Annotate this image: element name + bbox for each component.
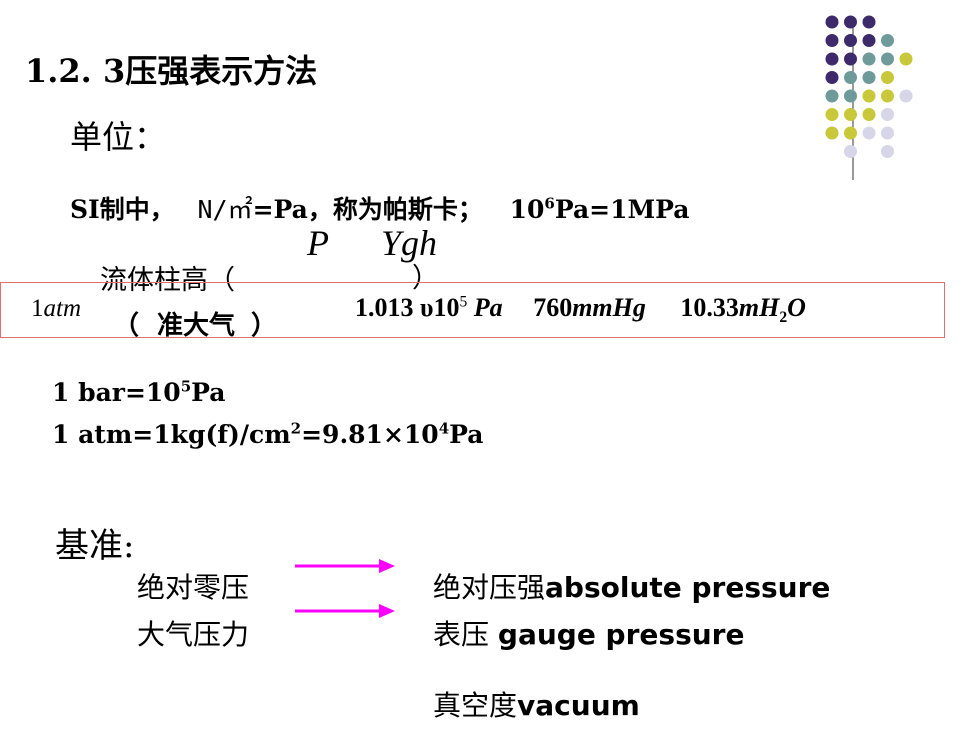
formula-ygh: Ygh	[381, 223, 438, 263]
atm-symbol: 1atm	[31, 295, 81, 322]
arrow-right-icon	[295, 604, 395, 618]
si-unit-line: SI制中， N/㎡=Pa，称为帕斯卡； 106Pa=1MPa	[70, 190, 689, 226]
decorative-dot	[862, 126, 876, 140]
reference-heading: 基准:	[55, 526, 135, 566]
atm-conversion: 1 atm=1kg(f)/cm2=9.81×104Pa	[52, 419, 484, 449]
si-rest: =Pa，称为帕斯卡；	[252, 195, 483, 224]
vacuum-label: 真空度vacuum	[433, 689, 640, 722]
si-unit-symbol: N/㎡	[197, 195, 253, 224]
decorative-dot	[844, 52, 857, 66]
decorative-dot-grid	[825, 15, 913, 180]
formula-p: P	[307, 223, 329, 263]
decorative-dot	[881, 108, 894, 121]
decorative-dot	[881, 126, 894, 140]
atm-equivalents: 1.013 υ105 Pa 760mmHg 10.33mH2O	[355, 293, 806, 327]
decorative-dot	[844, 108, 857, 121]
standard-atmosphere-label: （准大气）	[113, 311, 278, 341]
absolute-zero-label: 绝对零压	[137, 571, 250, 604]
decorative-dot	[825, 108, 839, 121]
decorative-dot	[862, 52, 876, 66]
decorative-dot	[899, 89, 913, 103]
gauge-pressure-label: 表压 gauge pressure	[433, 618, 745, 651]
decorative-dot	[844, 145, 857, 158]
decorative-dot	[844, 71, 857, 84]
standard-atmosphere-box: 1atm （准大气） 1.013 υ105 Pa 760mmHg 10.33mH…	[0, 282, 945, 341]
atmospheric-pressure-label: 大气压力	[137, 618, 250, 651]
decorative-dot	[825, 34, 839, 47]
fluid-column-label: 流体柱高（	[100, 265, 235, 296]
absolute-pressure-label: 绝对压强absolute pressure	[433, 571, 831, 604]
decorative-dot	[862, 108, 876, 121]
decorative-dot	[862, 34, 876, 47]
decorative-dot	[862, 71, 876, 84]
decorative-dot	[825, 52, 839, 66]
decorative-dot	[825, 15, 839, 29]
arrow-right-icon	[295, 559, 395, 573]
si-prefix: SI制中，	[70, 195, 175, 224]
decorative-dot	[844, 34, 857, 47]
decorative-dot	[899, 52, 913, 66]
times-symbol: υ	[420, 293, 434, 322]
decorative-dot	[825, 71, 839, 84]
decorative-dot	[881, 34, 894, 47]
decorative-dot	[844, 126, 857, 140]
page-title: 1.2. 3压强表示方法	[25, 52, 318, 90]
decorative-dot	[844, 15, 857, 29]
mpa-conversion: 106Pa=1MPa	[509, 194, 690, 224]
fluid-column-close: ）	[412, 263, 439, 294]
decorative-dot	[881, 89, 894, 103]
decorative-dot	[881, 52, 894, 66]
decorative-dot	[862, 15, 876, 29]
decorative-dot	[862, 89, 876, 103]
decorative-dot	[825, 126, 839, 140]
decorative-dot	[825, 89, 839, 103]
decorative-dot	[881, 145, 894, 158]
unit-heading: 单位：	[70, 118, 167, 156]
bar-conversion: 1 bar=105Pa	[52, 377, 226, 407]
decorative-dot	[881, 71, 894, 84]
decorative-dot	[844, 89, 857, 103]
